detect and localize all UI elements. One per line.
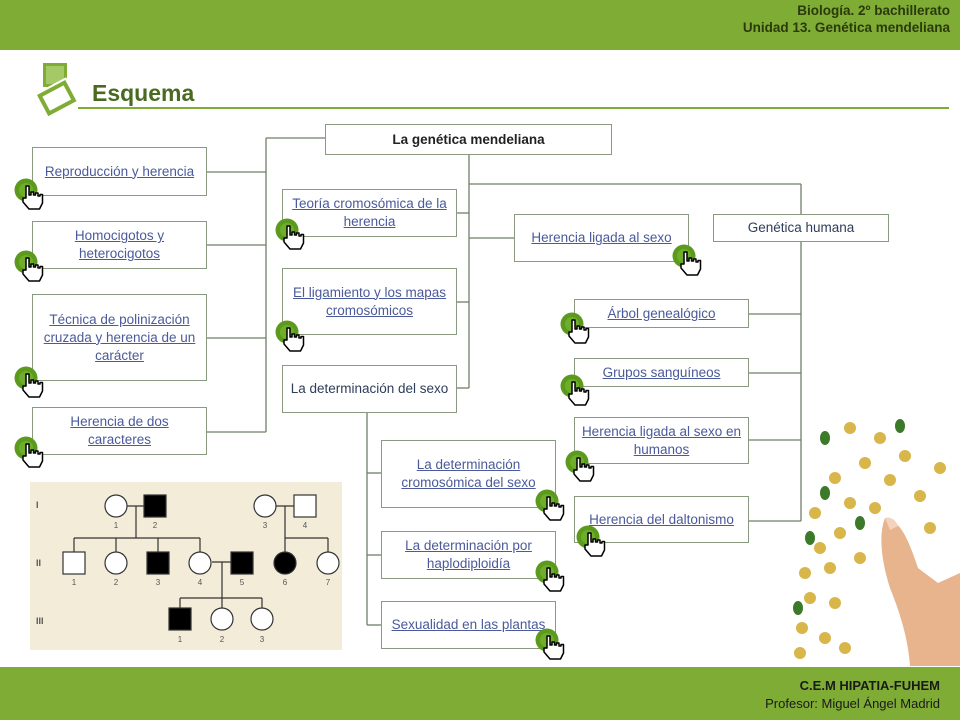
- link-teoria-cromosomica[interactable]: Teoría cromosómica de la herencia: [282, 189, 457, 237]
- link-determinacion-cromosomica[interactable]: La determinación cromosómica del sexo: [381, 440, 556, 508]
- individual-number: 4: [303, 521, 308, 530]
- hand-pointer-icon[interactable]: [535, 560, 565, 592]
- individual-number: 3: [260, 635, 265, 644]
- peas-finger-photo: [793, 419, 960, 666]
- link-arbol-genealogico[interactable]: Árbol genealógico: [574, 299, 749, 328]
- generation-label: II: [36, 558, 41, 568]
- link-polinizacion-cruzada[interactable]: Técnica de polinización cruzada y herenc…: [32, 294, 207, 381]
- individual-number: 1: [114, 521, 119, 530]
- hand-pointer-icon[interactable]: [672, 244, 702, 276]
- unit-title: Unidad 13. Genética mendeliana: [742, 20, 950, 35]
- page-title: Esquema: [92, 80, 195, 106]
- individual-number: 1: [72, 578, 77, 587]
- hand-pointer-icon[interactable]: [565, 450, 595, 482]
- individual-number: 3: [156, 578, 161, 587]
- hand-pointer-icon[interactable]: [275, 320, 305, 352]
- hand-pointer-icon[interactable]: [14, 178, 44, 210]
- link-grupos-sanguineos[interactable]: Grupos sanguíneos: [574, 358, 749, 387]
- hand-pointer-icon[interactable]: [576, 525, 606, 557]
- hand-pointer-icon[interactable]: [560, 312, 590, 344]
- root-node-genetica-mendeliana: La genética mendeliana: [325, 124, 612, 155]
- individual-number: 7: [326, 578, 331, 587]
- link-herencia-daltonismo[interactable]: Herencia del daltonismo: [574, 496, 749, 543]
- slide-logo-icon: [34, 61, 80, 116]
- pedigree-chart: I II III 1: [30, 482, 342, 650]
- link-herencia-ligada-humanos[interactable]: Herencia ligada al sexo en humanos: [574, 417, 749, 464]
- hand-pointer-icon[interactable]: [535, 628, 565, 660]
- individual-number: 2: [114, 578, 119, 587]
- hand-pointer-icon[interactable]: [14, 366, 44, 398]
- individual-number: 3: [263, 521, 268, 530]
- node-genetica-humana: Genética humana: [713, 214, 889, 242]
- link-herencia-ligada-sexo[interactable]: Herencia ligada al sexo: [514, 214, 689, 262]
- hand-pointer-icon[interactable]: [14, 250, 44, 282]
- individual-number: 2: [153, 521, 158, 530]
- link-ligamiento-mapas[interactable]: El ligamiento y los mapas cromosómicos: [282, 268, 457, 335]
- link-reproduccion-herencia[interactable]: Reproducción y herencia: [32, 147, 207, 196]
- top-banner: [0, 0, 960, 50]
- course-title: Biología. 2º bachillerato: [797, 3, 950, 18]
- course-header: Biología. 2º bachillerato Unidad 13. Gen…: [743, 2, 950, 36]
- link-homocigotos-heterocigotos[interactable]: Homocigotos y heterocigotos: [32, 221, 207, 269]
- link-sexualidad-plantas[interactable]: Sexualidad en las plantas: [381, 601, 556, 649]
- hand-pointer-icon[interactable]: [14, 436, 44, 468]
- school-name: C.E.M HIPATIA-FUHEM: [799, 678, 940, 693]
- hand-pointer-icon[interactable]: [535, 489, 565, 521]
- generation-label: I: [36, 500, 39, 510]
- bottom-banner: [0, 667, 960, 720]
- individual-number: 1: [178, 635, 183, 644]
- footer: C.E.M HIPATIA-FUHEM Profesor: Miguel Áng…: [765, 677, 940, 713]
- hand-pointer-icon[interactable]: [275, 218, 305, 250]
- teacher-name: Profesor: Miguel Ángel Madrid: [765, 696, 940, 711]
- individual-number: 5: [240, 578, 245, 587]
- link-haplodiploidia[interactable]: La determinación por haplodiploidía: [381, 531, 556, 579]
- title-divider: [78, 107, 949, 109]
- hand-pointer-icon[interactable]: [560, 374, 590, 406]
- generation-label: III: [36, 616, 44, 626]
- node-determinacion-sexo: La determinación del sexo: [282, 365, 457, 413]
- individual-number: 2: [220, 635, 225, 644]
- individual-number: 4: [198, 578, 203, 587]
- link-herencia-dos-caracteres[interactable]: Herencia de dos caracteres: [32, 407, 207, 455]
- individual-number: 6: [283, 578, 288, 587]
